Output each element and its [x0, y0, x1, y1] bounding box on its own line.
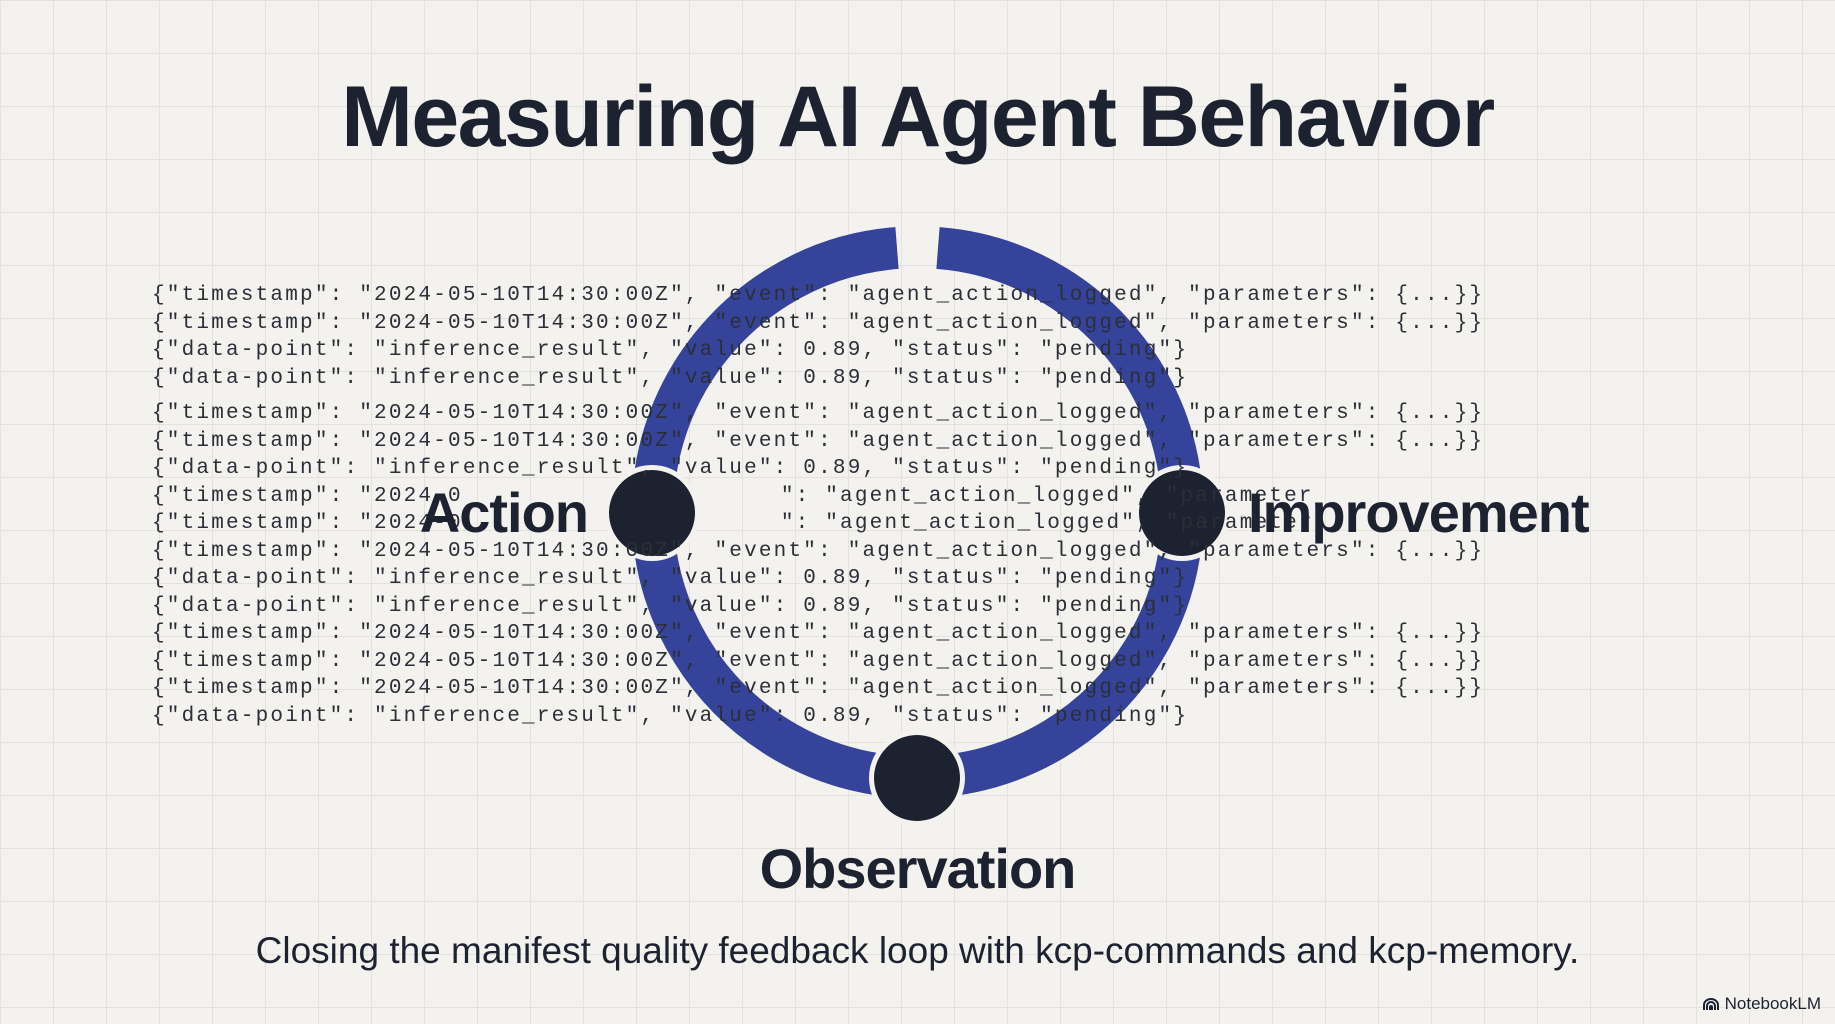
slide-subtitle: Closing the manifest quality feedback lo… — [255, 930, 1580, 971]
log-line: {"timestamp": "2024-05-10T14:30:00Z", "e… — [152, 622, 1485, 645]
label-action: Action — [419, 481, 589, 544]
node-observation — [869, 730, 965, 826]
label-improvement: Improvement — [1248, 481, 1590, 544]
log-line-start: {"timestamp": "2024-0 — [152, 484, 463, 508]
log-line: {"data-point": "inference_result", "valu… — [152, 457, 1189, 480]
slide-title: Measuring AI Agent Behavior — [341, 69, 1495, 165]
notebooklm-logo-icon — [1702, 998, 1719, 1010]
node-action — [604, 465, 700, 561]
brand-name: NotebookLM — [1724, 994, 1821, 1013]
node-improvement — [1134, 465, 1230, 561]
log-line: {"timestamp": "2024-05-10T14:30:00Z", "e… — [152, 402, 1485, 425]
log-line: {"data-point": "inference_result", "valu… — [152, 567, 1189, 590]
log-line: {"data-point": "inference_result", "valu… — [152, 339, 1189, 362]
log-line: {"timestamp": "2024-05-10T14:30:00Z", "e… — [152, 311, 1485, 335]
log-line: {"timestamp": "2024-0 ": "agent_action_lo… — [152, 510, 1484, 538]
log-line: {"timestamp": "2024-05-10T14:30:00Z", "e… — [152, 429, 1485, 453]
log-line-start: {"timestamp": "2024-0 — [152, 512, 463, 535]
label-observation: Observation — [759, 837, 1077, 900]
log-line: {"data-point": "inference_result", "valu… — [152, 366, 1189, 390]
log-line-end: ": "agent_action_logged", "parameter — [780, 512, 1314, 535]
log-line: {"timestamp": "2024-05-10T14:30:00Z", "e… — [152, 539, 1485, 563]
log-line: {"data-point": "inference_result", "valu… — [152, 594, 1189, 618]
log-lines-background: {"timestamp": "2024-05-10T14:30:00Z", "e… — [152, 282, 1484, 730]
log-line: {"timestamp": "2024-05-10T14:30:00Z", "e… — [152, 284, 1485, 307]
notebooklm-watermark: NotebookLM — [1702, 994, 1821, 1014]
log-line-end: ": "agent_action_logged", "parameter — [780, 484, 1314, 508]
log-line: {"timestamp": "2024-05-10T14:30:00Z", "e… — [152, 649, 1485, 673]
log-line: {"timestamp": "2024-0 ": "agent_action_lo… — [152, 483, 1484, 511]
log-line: {"timestamp": "2024-05-10T14:30:00Z", "e… — [152, 677, 1485, 700]
log-line: {"data-point": "inference_result", "valu… — [152, 704, 1189, 728]
